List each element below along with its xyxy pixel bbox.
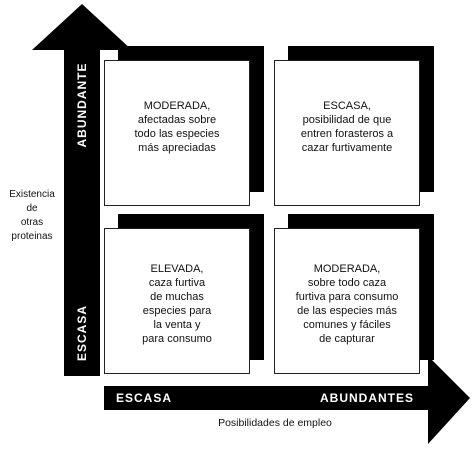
quadrant-top-left: MODERADA, afectadas sobre todo las espec… <box>104 60 250 206</box>
y-axis-title: Existencia de otras proteinas <box>9 189 55 242</box>
quadrant-heading: MODERADA, <box>143 100 211 112</box>
y-axis-arrow <box>32 4 132 376</box>
quadrant-heading: ELEVADA, <box>150 263 204 275</box>
y-axis-bottom-label: ESCASA <box>75 305 89 362</box>
x-axis-right-label: ABUNDANTES <box>320 391 414 405</box>
x-axis-arrow <box>104 356 470 444</box>
quadrant-heading: MODERADA, <box>313 263 381 275</box>
quadrant-top-right: ESCASA, posibilidad de que entren forast… <box>274 60 420 206</box>
quadrant-bottom-right: MODERADA, sobre todo caza furtiva para c… <box>274 228 420 374</box>
quadrant-heading: ESCASA, <box>323 100 371 112</box>
x-axis-title: Posibilidades de empleo <box>218 417 332 429</box>
y-axis-top-label: ABUNDANTE <box>75 62 89 148</box>
quadrant-bottom-left: ELEVADA, caza furtiva de muchas especies… <box>104 228 250 374</box>
x-axis-left-label: ESCASA <box>116 391 173 405</box>
